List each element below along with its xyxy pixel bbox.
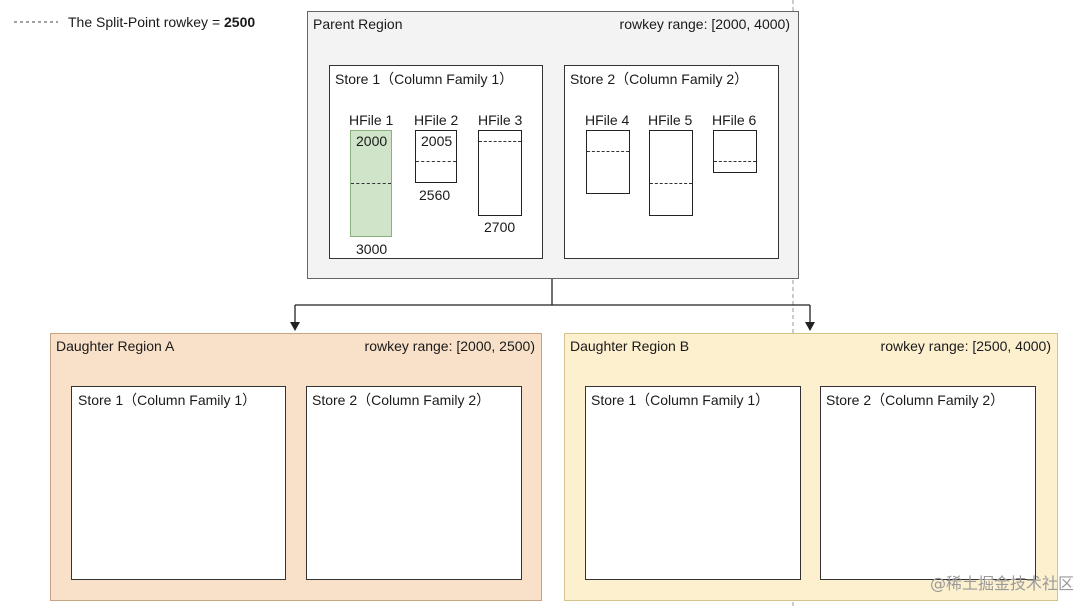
- daughter-a-store-1: Store 1（Column Family 1）: [71, 386, 286, 580]
- hfile-6-label: HFile 6: [712, 112, 757, 128]
- daughter-b-store-2: Store 2（Column Family 2）: [820, 386, 1036, 580]
- daughter-b-range: rowkey range: [2500, 4000): [880, 338, 1051, 354]
- parent-store-2: Store 2（Column Family 2） HFile 4 HFile 5…: [564, 65, 779, 259]
- hfile-4-label: HFile 4: [585, 112, 630, 128]
- parent-region: Parent Region rowkey range: [2000, 4000)…: [307, 11, 799, 279]
- daughter-a-store-2: Store 2（Column Family 2）: [306, 386, 522, 580]
- hfile-1: 2000: [350, 130, 392, 237]
- legend-value: 2500: [224, 14, 256, 30]
- hfile-3-label: HFile 3: [478, 112, 523, 128]
- hfile-3-end: 2700: [484, 219, 516, 235]
- hfile-4: [586, 130, 630, 194]
- parent-store-1-title: Store 1（Column Family 1）: [335, 71, 514, 87]
- hfile-1-end: 3000: [356, 241, 388, 257]
- parent-region-title: Parent Region: [313, 16, 403, 32]
- arrowhead-right: [805, 322, 815, 331]
- parent-region-range: rowkey range: [2000, 4000): [619, 16, 790, 32]
- arrowhead-left: [290, 322, 300, 331]
- daughter-region-a: Daughter Region A rowkey range: [2000, 2…: [50, 333, 542, 601]
- daughter-a-title: Daughter Region A: [56, 338, 175, 354]
- hfile-4-split-dash: [587, 151, 629, 152]
- hfile-2-split-dash: [416, 161, 456, 162]
- hfile-2-start: 2005: [421, 133, 453, 149]
- daughter-a-range: rowkey range: [2000, 2500): [364, 338, 535, 354]
- legend-label: The Split-Point rowkey = 2500: [68, 14, 255, 30]
- hfile-5-label: HFile 5: [648, 112, 693, 128]
- hfile-5-split-dash: [650, 183, 692, 184]
- hfile-6-split-dash: [714, 161, 756, 162]
- daughter-b-store-2-title: Store 2（Column Family 2）: [826, 392, 1005, 408]
- daughter-b-store-1-title: Store 1（Column Family 1）: [591, 392, 770, 408]
- hfile-3: [478, 130, 522, 216]
- hfile-3-split-dash: [479, 141, 521, 142]
- hfile-1-split-dash: [351, 183, 391, 184]
- hfile-2-end: 2560: [419, 187, 451, 203]
- hfile-1-start: 2000: [356, 133, 388, 149]
- daughter-b-store-1: Store 1（Column Family 1）: [585, 386, 801, 580]
- hfile-2: 2005: [415, 130, 457, 183]
- hfile-6: [713, 130, 757, 173]
- hfile-2-label: HFile 2: [414, 112, 459, 128]
- daughter-a-store-1-title: Store 1（Column Family 1）: [78, 392, 257, 408]
- hfile-1-label: HFile 1: [349, 112, 394, 128]
- daughter-region-b: Daughter Region B rowkey range: [2500, 4…: [564, 333, 1058, 601]
- legend-prefix: The Split-Point rowkey =: [68, 14, 225, 30]
- hfile-5: [649, 130, 693, 216]
- parent-store-1: Store 1（Column Family 1） HFile 1 2000 30…: [329, 65, 543, 259]
- daughter-a-store-2-title: Store 2（Column Family 2）: [312, 392, 491, 408]
- watermark: @稀土掘金技术社区: [929, 574, 1074, 593]
- parent-store-2-title: Store 2（Column Family 2）: [570, 71, 749, 87]
- daughter-b-title: Daughter Region B: [570, 338, 690, 354]
